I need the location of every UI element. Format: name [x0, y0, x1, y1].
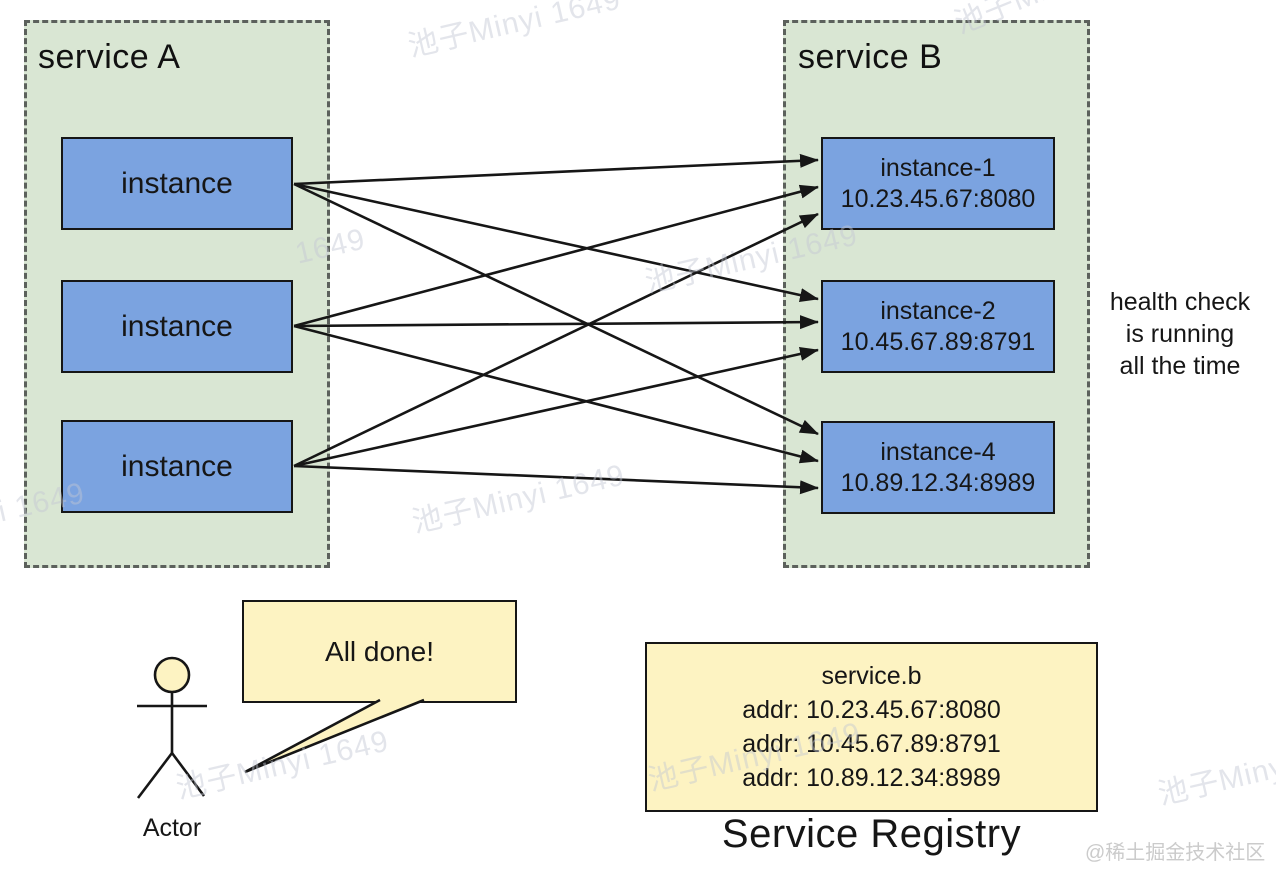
instance-box-b2: instance-2 10.45.67.89:8791	[821, 280, 1055, 373]
watermark-text: 池子Minyi 1649	[405, 0, 625, 64]
registry-entry: addr: 10.89.12.34:8989	[742, 764, 1001, 792]
instance-box-b3: instance-4 10.89.12.34:8989	[821, 421, 1055, 514]
instance-label: instance	[121, 449, 233, 483]
instance-label: instance	[121, 166, 233, 200]
arrow-a3-b2	[293, 347, 819, 468]
arrow-a2-b2	[293, 315, 819, 330]
health-note-line: health check	[1109, 288, 1251, 316]
instance-name: instance-4	[880, 437, 996, 466]
watermark-text: 池子Minyi 1649	[1155, 731, 1276, 812]
health-note-line: is running	[1125, 320, 1235, 348]
instance-box-a2: instance	[61, 280, 293, 373]
registry-entry: addr: 10.45.67.89:8791	[742, 730, 1001, 758]
watermark-text: 池子Minyi 1649	[409, 458, 629, 540]
instance-address: 10.89.12.34:8989	[840, 468, 1036, 497]
instance-address: 10.45.67.89:8791	[840, 327, 1036, 356]
instance-name: instance-1	[880, 153, 996, 182]
registry-service-name: service.b	[821, 662, 922, 690]
service-registry-caption: Service Registry	[721, 812, 1022, 856]
service-registry-box: service.b addr: 10.23.45.67:8080 addr: 1…	[645, 642, 1098, 812]
instance-box-a1: instance	[61, 137, 293, 230]
arrow-a2-b3	[293, 324, 819, 464]
health-note-line: all the time	[1119, 352, 1241, 380]
registry-entry: addr: 10.23.45.67:8080	[742, 696, 1001, 724]
service-a-title: service A	[38, 38, 181, 76]
arrow-a1-b3	[293, 182, 819, 436]
watermark-text: 池子Minyi 1649	[173, 724, 393, 806]
instance-box-b1: instance-1 10.23.45.67:8080	[821, 137, 1055, 230]
instance-address: 10.23.45.67:8080	[840, 184, 1036, 213]
health-check-note: health check is running all the time	[1092, 286, 1268, 382]
arrow-a1-b1	[293, 153, 819, 186]
speech-bubble-text: All done!	[325, 635, 434, 667]
instance-name: instance-2	[880, 296, 996, 325]
instance-label: instance	[121, 309, 233, 343]
instance-box-a3: instance	[61, 420, 293, 513]
actor-leg-left	[136, 752, 174, 799]
actor-label: Actor	[142, 814, 202, 842]
service-b-title: service B	[798, 38, 943, 76]
speech-bubble: All done!	[242, 600, 517, 703]
footer-watermark: @稀土掘金技术社区	[1085, 842, 1266, 864]
actor-head	[153, 656, 191, 694]
